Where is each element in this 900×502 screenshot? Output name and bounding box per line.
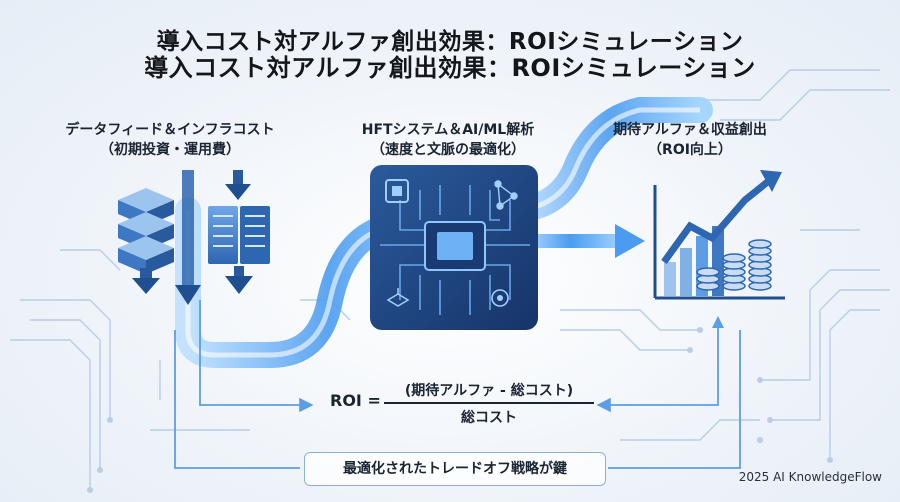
formula-numerator: (期待アルファ - 総コスト) <box>404 383 574 399</box>
coin-stack-icon <box>696 239 772 291</box>
formula-lhs: ROI = <box>330 391 381 410</box>
neural-network-icon <box>494 180 518 210</box>
cpu-chip-icon <box>370 165 538 330</box>
credit-text: 2025 AI KnowledgeFlow <box>738 470 882 484</box>
page-title-repeat: 導入コスト対アルファ創出効果：ROIシミュレーション <box>144 54 756 82</box>
flow-arrow-down <box>175 170 201 305</box>
page-title: 導入コスト対アルファ創出効果：ROIシミュレーション <box>156 29 744 55</box>
stage-label-costs: データフィード＆インフラコスト （初期投資・運用費） <box>45 120 295 160</box>
flow-arrow-right <box>520 224 645 258</box>
roi-formula: ROI = (期待アルファ - 総コスト) 総コスト <box>330 378 610 430</box>
stage-subtitle: （速度と文脈の最適化） <box>371 142 525 158</box>
formula-connectors <box>174 300 741 469</box>
server-icon <box>208 170 270 294</box>
stage-title: データフィード＆インフラコスト <box>65 122 275 138</box>
database-icon <box>118 188 174 294</box>
circuit-nodes <box>87 327 833 493</box>
stage-subtitle: （初期投資・運用費） <box>100 142 240 158</box>
key-message-box: 最適化されたトレードオフ戦略が鍵 <box>304 452 606 486</box>
stage-label-system: HFTシステム＆AI/ML解析 （速度と文脈の最適化） <box>348 120 548 160</box>
formula-denominator: 総コスト <box>461 410 517 426</box>
stage-subtitle: （ROI向上） <box>648 142 732 158</box>
stage-title: HFTシステム＆AI/ML解析 <box>361 122 535 138</box>
fraction-bar <box>384 402 594 404</box>
stage-label-returns: 期待アルファ＆収益創出 （ROI向上） <box>590 120 790 160</box>
stage-title: 期待アルファ＆収益創出 <box>613 122 767 138</box>
